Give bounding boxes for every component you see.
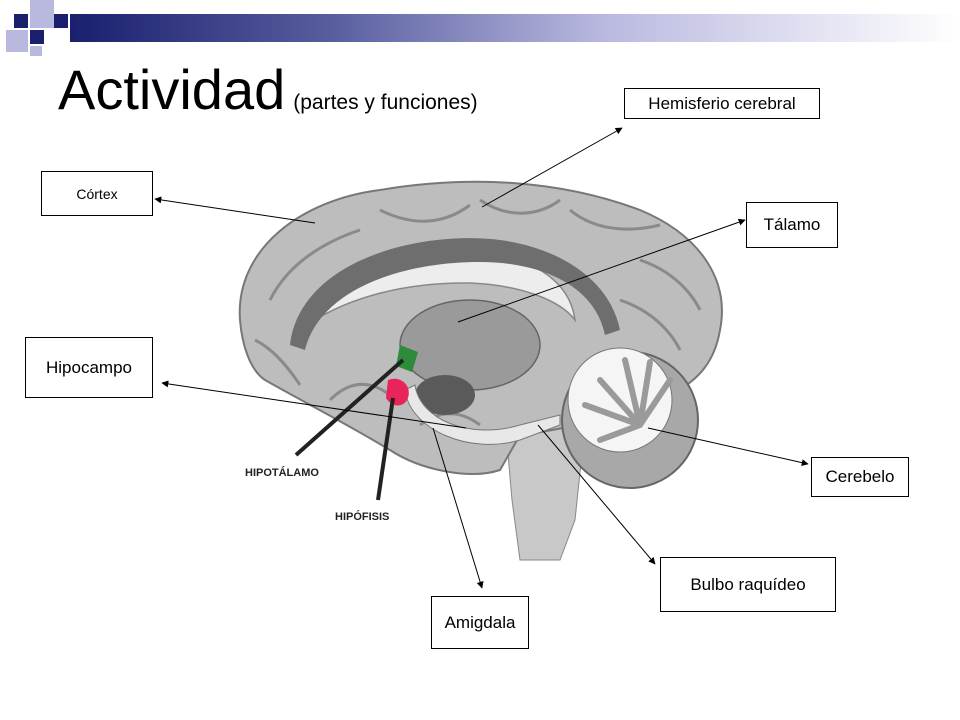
label-cerebelo: Cerebelo bbox=[811, 457, 909, 497]
hippocampus bbox=[404, 384, 561, 445]
page-title: Actividad(partes y funciones) bbox=[58, 62, 478, 118]
arrow-cerebelo bbox=[647, 427, 809, 467]
deco-square-lavender-3 bbox=[30, 46, 42, 56]
title-main: Actividad bbox=[58, 58, 286, 121]
midbrain bbox=[415, 375, 475, 415]
thalamus bbox=[399, 299, 541, 391]
title-subtitle: (partes y funciones) bbox=[293, 91, 478, 114]
label-amigdala: Amigdala bbox=[431, 596, 529, 649]
inner-dark-ring bbox=[290, 238, 620, 350]
hypophysis-pointer bbox=[376, 397, 395, 501]
deco-square-navy-2 bbox=[30, 30, 44, 44]
deco-square-lavender-1 bbox=[30, 0, 54, 28]
label-hipocampo: Hipocampo bbox=[25, 337, 153, 398]
arrow-bulbo bbox=[537, 424, 656, 565]
label-hemisferio-cerebral: Hemisferio cerebral bbox=[624, 88, 820, 119]
deco-square-lavender-2 bbox=[6, 30, 28, 52]
label-talamo: Tálamo bbox=[746, 202, 838, 248]
deco-header-bar bbox=[70, 14, 960, 42]
deco-square-navy-3 bbox=[54, 14, 68, 28]
hypothalamus-pointer bbox=[294, 358, 405, 457]
label-cortex: Córtex bbox=[41, 171, 153, 216]
arrow-cortex bbox=[154, 196, 316, 224]
hipotalamo-label: HIPOTÁLAMO bbox=[245, 466, 319, 479]
hypothalamus bbox=[396, 345, 418, 372]
arbor-vitae bbox=[582, 357, 673, 443]
arrow-talamo bbox=[457, 218, 746, 323]
label-bulbo-raquideo: Bulbo raquídeo bbox=[660, 557, 836, 612]
arrow-hipocampo bbox=[161, 380, 467, 429]
arrow-hemisferio bbox=[481, 127, 623, 208]
hipofisis-label: HIPÓFISIS bbox=[335, 510, 389, 523]
arrow-amigdala bbox=[432, 427, 484, 589]
deco-square-navy-1 bbox=[14, 14, 28, 28]
